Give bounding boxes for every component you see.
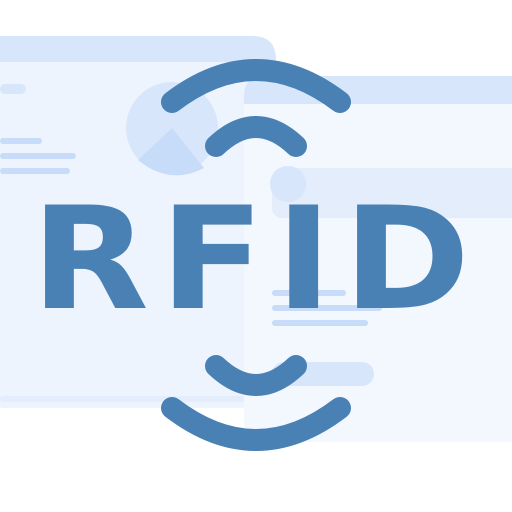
right-window-text-line-1 — [272, 290, 346, 296]
left-window-text-line-2 — [0, 153, 76, 159]
right-window-text-line-2 — [272, 305, 382, 311]
left-window-bottom-line — [0, 396, 250, 402]
left-window-text-line-3 — [0, 168, 70, 174]
right-window-body — [244, 76, 512, 442]
left-window-text-line-1 — [0, 138, 42, 144]
signal-arc-top-outer — [161, 59, 351, 113]
rfid-wireless-signal-icon — [161, 59, 351, 451]
left-window-chart-slice — [138, 128, 204, 176]
right-window-avatar — [270, 166, 306, 202]
left-window-header-line — [0, 84, 26, 94]
signal-arc-top-inner — [205, 116, 307, 157]
left-window-titlebar — [0, 36, 276, 62]
signal-arc-bottom-inner — [205, 355, 307, 396]
rfid-logo-text: RFID — [31, 177, 481, 342]
right-window-input-box — [272, 168, 512, 218]
signal-arc-bottom-outer — [161, 397, 351, 451]
right-window-text-line-3 — [272, 320, 368, 326]
left-window — [0, 36, 276, 408]
